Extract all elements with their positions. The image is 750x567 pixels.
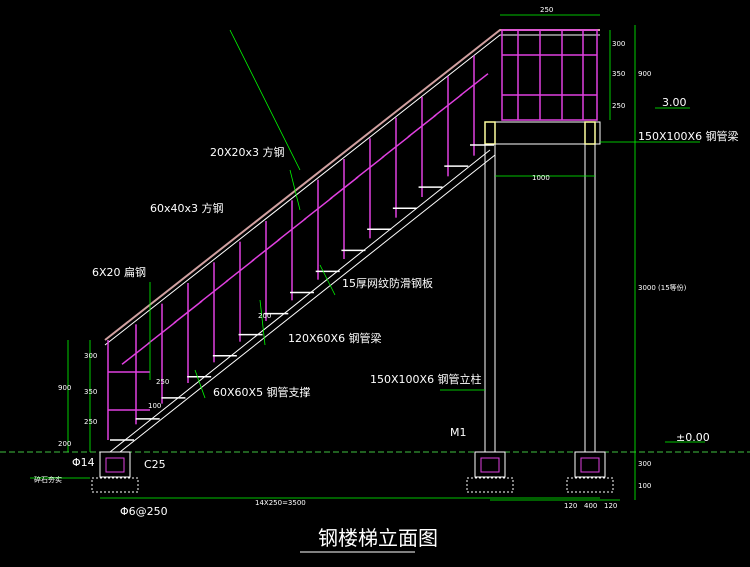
label-column: 150X100X6 钢管立柱 (370, 372, 482, 386)
dim-base-400: 400 (584, 502, 597, 510)
label-stringer-beam: 120X60X6 钢管梁 (288, 331, 382, 345)
handrail-top (104, 29, 600, 341)
dim-left-200: 200 (58, 440, 71, 448)
baluster-rail (147, 321, 177, 345)
footings (91, 451, 614, 493)
baluster-rail (173, 300, 203, 324)
baluster-rail (199, 279, 229, 303)
label-c25: C25 (144, 458, 166, 471)
dim-right-300: 300 (612, 40, 625, 48)
footing-rebar (105, 457, 600, 473)
baluster-rail (355, 155, 385, 179)
stair-balusters (121, 55, 489, 425)
dim-right-300b: 300 (638, 460, 651, 468)
dim-left-250: 250 (84, 418, 97, 426)
bottom-railing (107, 340, 150, 440)
platform-railing (501, 29, 598, 121)
baluster-rail (251, 238, 281, 262)
baluster-rail (433, 93, 463, 117)
baluster-rail (381, 135, 411, 159)
support-columns (484, 144, 596, 452)
dim-right-100: 100 (638, 482, 651, 490)
dim-top-1000: 1000 (532, 174, 550, 182)
stair-treads (110, 144, 494, 441)
label-flat-steel: 6X20 扁钢 (92, 266, 146, 279)
label-ground-note: 碎石夯实 (34, 475, 62, 484)
baluster-rail (121, 341, 151, 365)
baluster-rail (225, 259, 255, 283)
label-square-tube-20: 20X20x3 方钢 (210, 145, 285, 159)
dim-riser-200: 200 (258, 312, 271, 320)
baluster-rail (303, 197, 333, 221)
stringer-upper (119, 154, 496, 453)
label-rebar: Φ6@250 (120, 505, 168, 518)
dim-right-350: 350 (612, 70, 625, 78)
label-elev-ground: ±0.00 (676, 431, 710, 444)
top-platform-beam (484, 121, 601, 145)
dim-base-120b: 120 (604, 502, 617, 510)
baluster-rail (459, 73, 489, 97)
dim-rail-100: 100 (148, 402, 161, 410)
label-square-tube-60: 60x40x3 方钢 (150, 201, 224, 215)
dim-right-250: 250 (612, 102, 625, 110)
dim-left-300: 300 (84, 352, 97, 360)
baluster-rail (407, 114, 437, 138)
label-elev-top: 3.00 (662, 96, 687, 109)
baluster-rail (277, 217, 307, 241)
dim-left-350: 350 (84, 388, 97, 396)
dim-right-900: 900 (638, 70, 651, 78)
stringer-lower (109, 149, 491, 453)
handrail-top-inner (104, 34, 600, 346)
dim-left-900: 900 (58, 384, 71, 392)
dimension-lines (30, 14, 705, 501)
drawing-title: 钢楼梯立面图 (318, 526, 438, 550)
dim-base-120a: 120 (564, 502, 577, 510)
label-support-beam: 60X60X5 钢管支撑 (213, 385, 311, 399)
label-tread-plate: 15厚网纹防滑钢板 (342, 276, 433, 290)
top-post-left (484, 121, 496, 145)
label-phi14: Φ14 (72, 456, 95, 469)
label-top-beam: 150X100X6 钢管梁 (638, 129, 739, 143)
dim-right-3000: 3000 (15等份) (638, 283, 687, 292)
dim-top-250: 250 (540, 6, 553, 14)
baluster-rail (329, 176, 359, 200)
dim-total-run: 14X250=3500 (255, 499, 306, 507)
label-m1: M1 (450, 426, 467, 439)
top-post-right (584, 121, 596, 145)
dim-tread-250: 250 (156, 378, 169, 386)
